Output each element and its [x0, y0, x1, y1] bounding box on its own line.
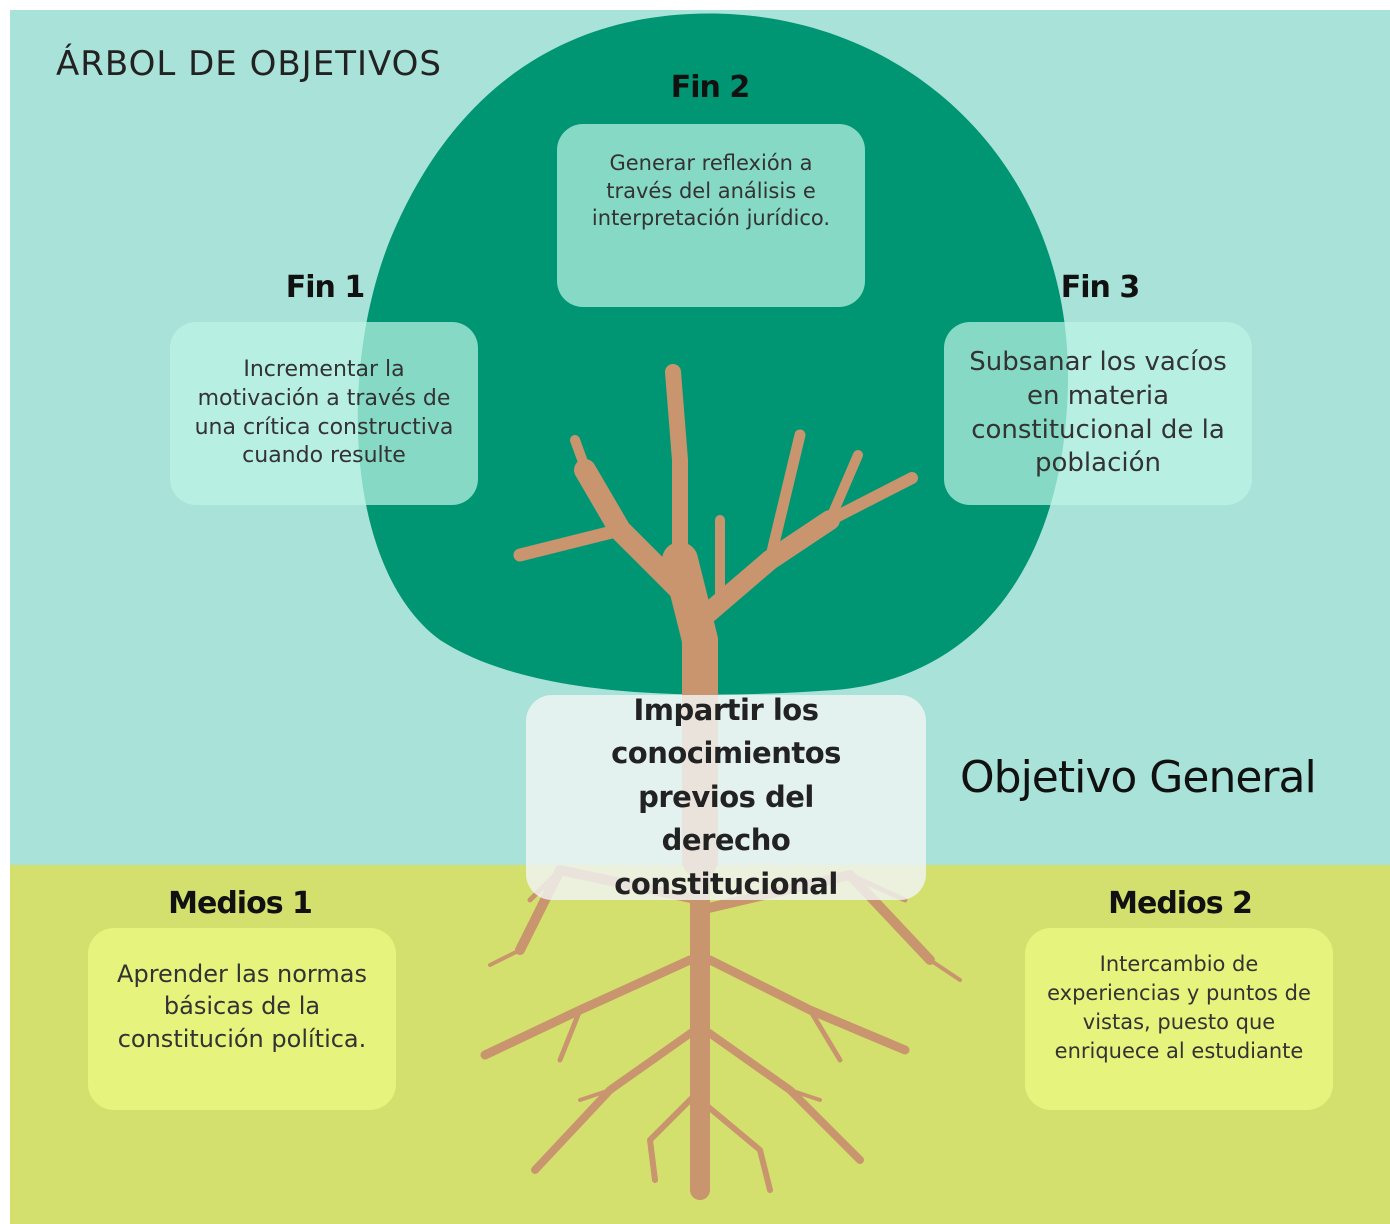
medios-1-box: Aprender las normas básicas de la consti…: [88, 928, 396, 1110]
medios-1-heading: Medios 1: [168, 886, 313, 921]
fin-3-box: Subsanar los vacíos en materia constituc…: [944, 322, 1252, 505]
fin-1-box: Incrementar la motivación a través de un…: [170, 322, 478, 505]
medios-2-box: Intercambio de experiencias y puntos de …: [1025, 928, 1333, 1110]
diagram-title: ÁRBOL DE OBJETIVOS: [56, 44, 442, 84]
medios-2-text: Intercambio de experiencias y puntos de …: [1047, 952, 1311, 1063]
objetivo-general-box: Impartir los conocimientos previos del d…: [526, 693, 926, 901]
fin-2-box: Generar reflexión a través del análisis …: [557, 124, 865, 307]
tree-canopy: [357, 13, 1069, 695]
objetivo-general-text: Impartir los conocimientos previos del d…: [611, 692, 841, 901]
fin-2-heading: Fin 2: [670, 70, 750, 105]
medios-1-text: Aprender las normas básicas de la consti…: [117, 960, 367, 1053]
medios-2-heading: Medios 2: [1108, 886, 1253, 921]
fin-2-text: Generar reflexión a través del análisis …: [591, 151, 831, 231]
objetivo-general-label: Objetivo General: [960, 752, 1317, 803]
fin-3-text: Subsanar los vacíos en materia constituc…: [969, 346, 1227, 479]
fin-1-heading: Fin 1: [285, 270, 365, 305]
fin-1-text: Incrementar la motivación a través de un…: [194, 357, 454, 469]
fin-3-heading: Fin 3: [1060, 270, 1140, 305]
